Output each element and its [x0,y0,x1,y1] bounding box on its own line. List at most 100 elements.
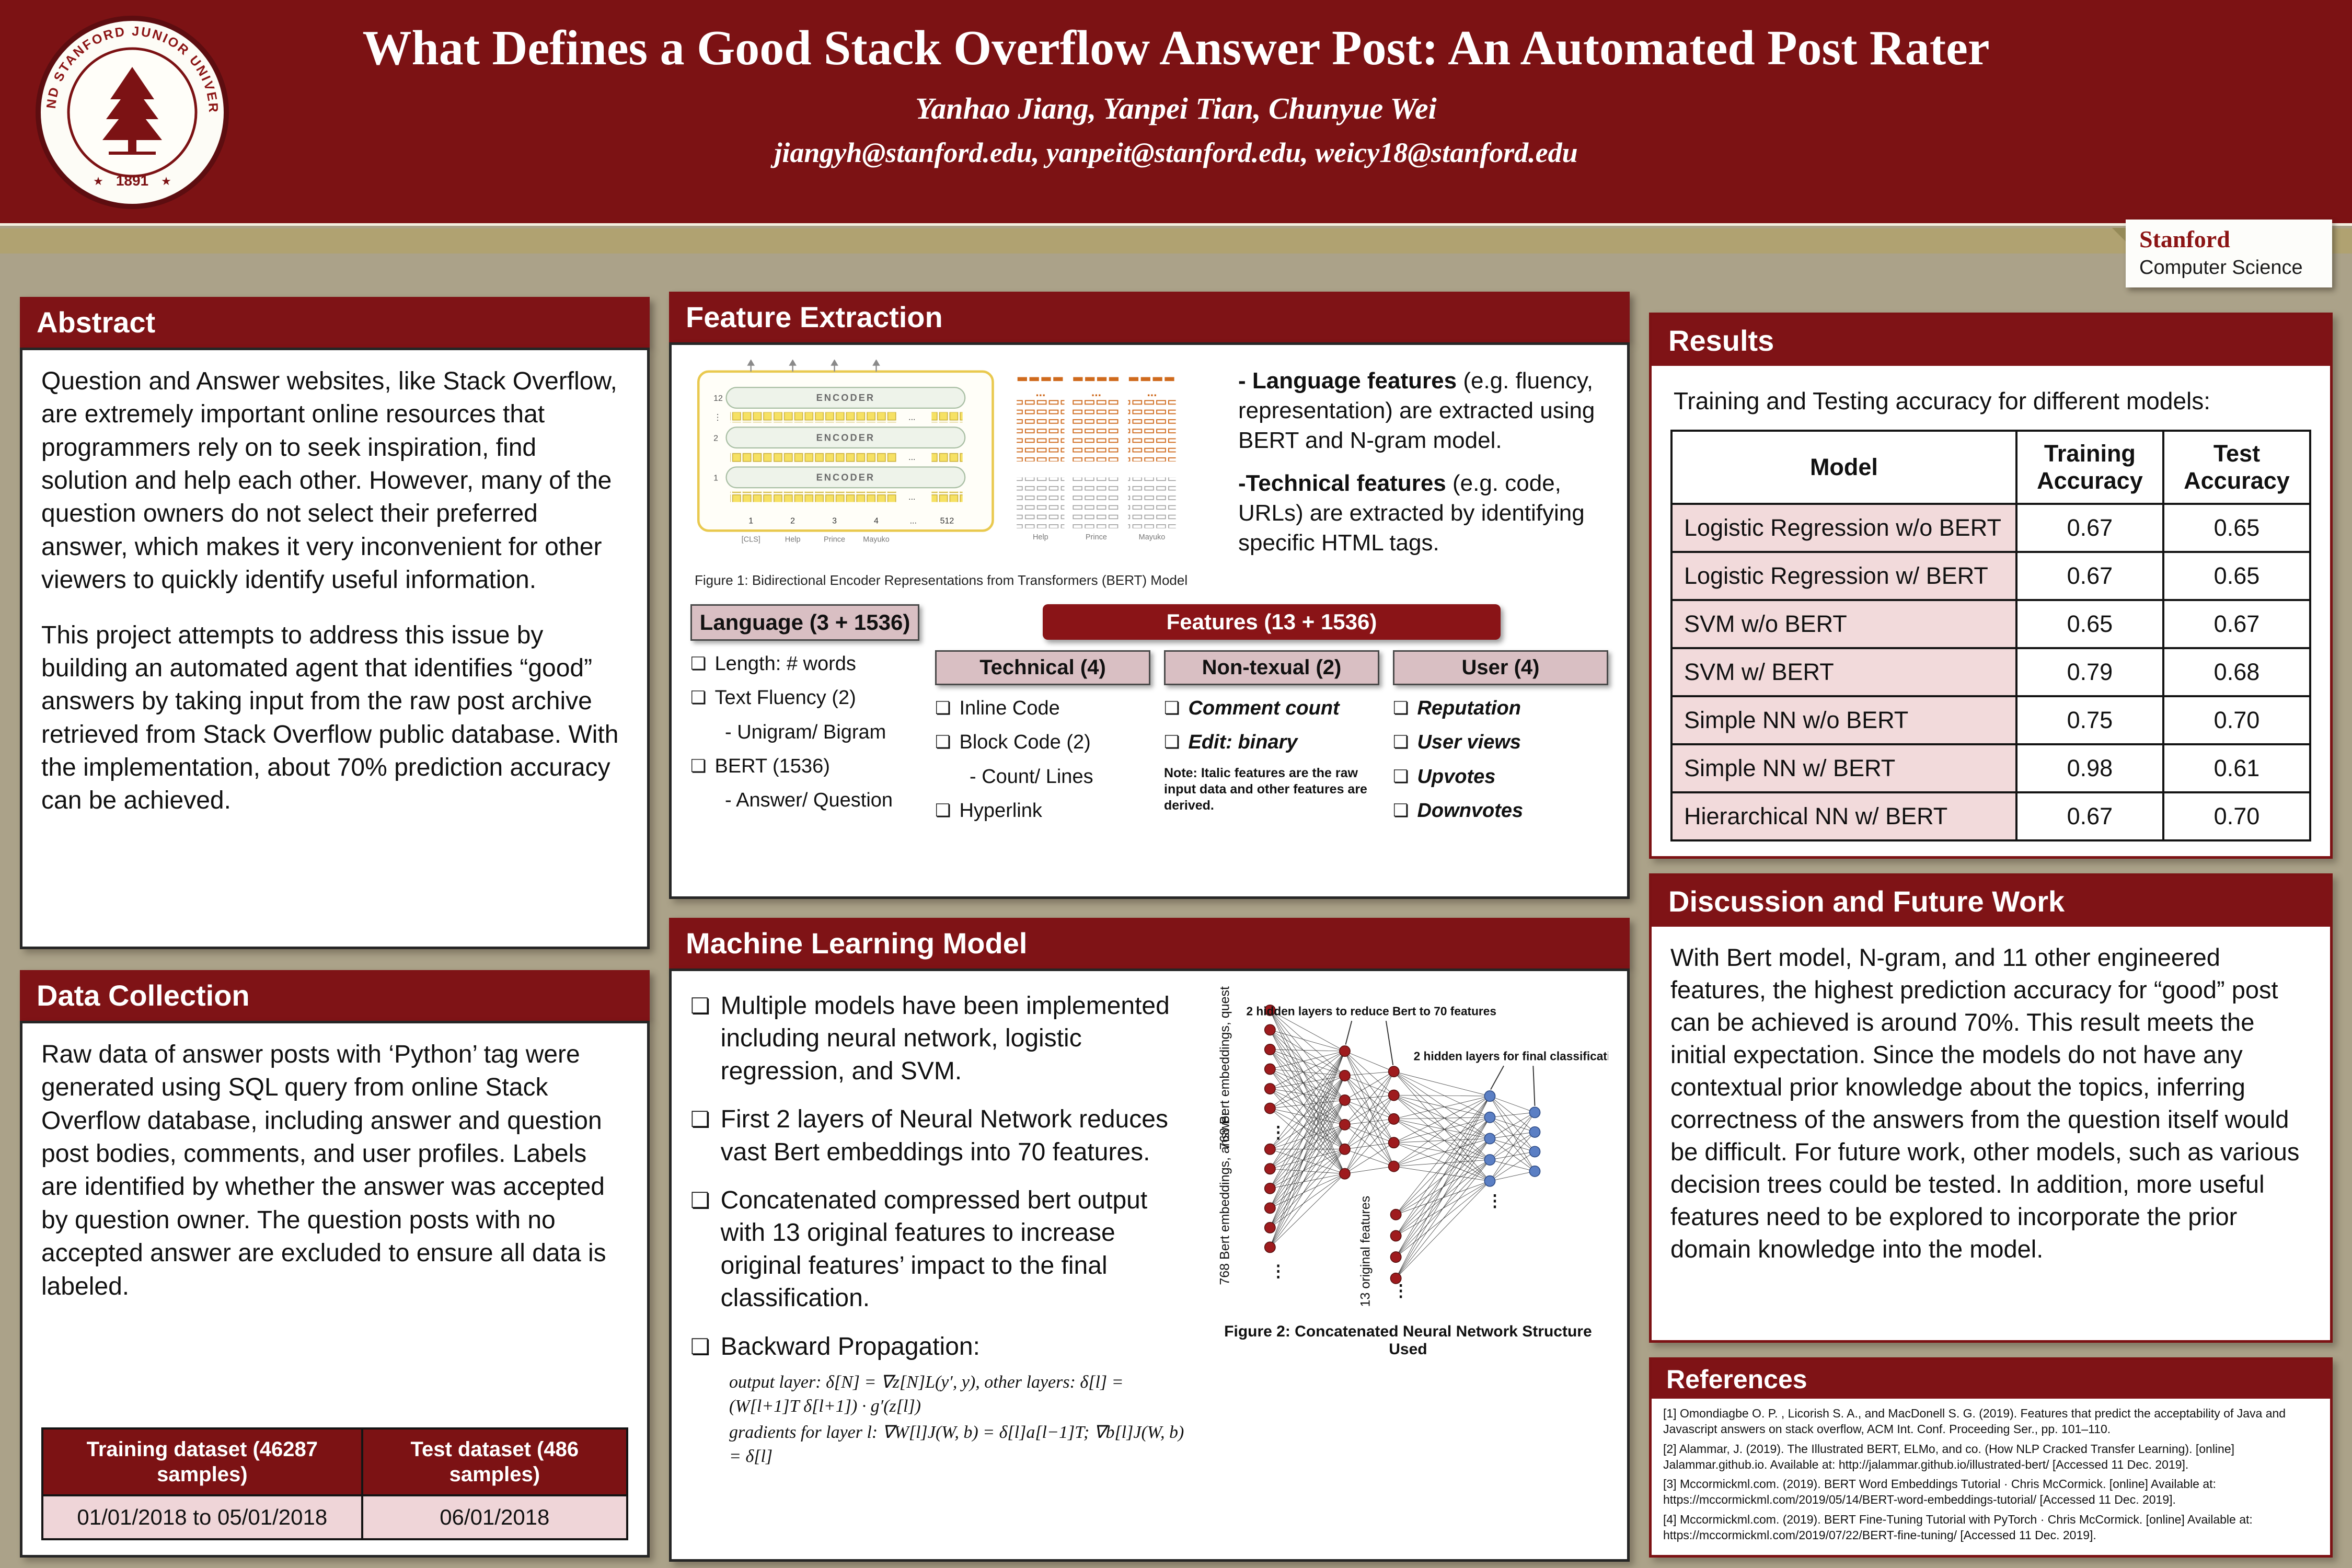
value-cell: 0.67 [2015,550,2164,601]
svg-text:...: ... [908,413,915,422]
table-row: Hierarchical NN w/ BERT 0.67 0.70 [1670,791,2312,841]
language-features-group: Language (3 + 1536) ❏Length: # words ❏Te… [690,604,919,833]
table-row: Logistic Regression w/ BERT 0.67 0.65 [1670,550,2312,601]
output-arrows-icon [747,359,880,372]
ml-model-heading-label: Machine Learning Model [686,927,1028,960]
nn-figure: 768 Bert embeddings, question 768 Bert e… [1217,986,1608,1307]
list-item: ❏User views [1393,731,1521,754]
references-heading-label: References [1666,1364,1807,1394]
abstract-paragraph-1: Question and Answer websites, like Stack… [41,367,617,594]
fig2-label-features: 13 original features [1358,1196,1373,1307]
left-column: Abstract Question and Answer websites, l… [20,297,650,1558]
layer-dots: ⋮ [713,413,722,422]
data-collection-text: Raw data of answer posts with ‘Python’ t… [41,1041,606,1300]
vertical-dots: ⋮ [1270,1262,1286,1281]
data-collection-heading-label: Data Collection [37,979,250,1012]
list-item: ❏Text Fluency (2) [690,687,856,709]
list-item: ❏Reputation [1393,697,1521,719]
results-subtitle: Training and Testing accuracy for differ… [1674,387,2211,414]
value-cell: 0.65 [2162,550,2312,601]
list-item: ❏Length: # words [690,652,856,675]
language-features-desc: - Language features (e.g. fluency, repre… [1238,368,1595,454]
header-text-block: What Defines a Good Stack Overflow Answe… [261,20,2091,169]
fig2-label-question: 768 Bert embeddings, question [1217,986,1232,1150]
dataset-table: Training dataset (46287 samples) Test da… [41,1427,629,1540]
gold-stripe [0,228,2352,253]
svg-text:Help: Help [1033,533,1048,541]
feature-extraction-description: - Language features (e.g. fluency, repre… [1238,360,1608,589]
ml-bullet-list: ❏Multiple models have been implemented i… [690,986,1195,1468]
poster-authors: Yanhao Jiang, Yanpei Tian, Chunyue Wei [915,91,1437,126]
seal-star-right: ★ [161,175,171,188]
checkbox-icon: ❏ [690,653,707,674]
annotation-arrows-icon [1345,1020,1536,1106]
discussion-heading-label: Discussion and Future Work [1668,884,2065,918]
svg-text:...: ... [1035,385,1045,399]
abstract-paragraph-2: This project attempts to address this is… [41,621,619,815]
feature-extraction-body: 12 ⋮ 2 1 ENCODER ENCODER ENC [669,342,1630,899]
poster-header: LELAND STANFORD JUNIOR UNIVERSITY 1891 ★… [0,0,2352,226]
references-heading: References [1652,1359,2330,1399]
seal-tree-icon [102,67,162,155]
abstract-heading: Abstract [20,297,650,348]
svg-text:...: ... [1147,385,1157,399]
language-features-bold: - Language features [1238,368,1457,394]
references-body: [1] Omondiagbe O. P. , Licorish S. A., a… [1652,1398,2330,1555]
abstract-heading-label: Abstract [37,306,156,339]
stanford-seal: LELAND STANFORD JUNIOR UNIVERSITY 1891 ★… [25,0,234,214]
figure1-caption: Figure 1: Bidirectional Encoder Represen… [695,572,1188,588]
table-row: Simple NN w/ BERT 0.98 0.61 [1670,743,2312,793]
model-cell: Simple NN w/ BERT [1670,743,2017,793]
fig2-label-hidden2: 2 hidden layers for final classification [1413,1049,1608,1063]
bert-model-box [697,370,994,532]
stanford-seal-graphic: LELAND STANFORD JUNIOR UNIVERSITY 1891 ★… [25,0,229,209]
fig2-label-answer: 768 Bert embeddings, answer [1217,1111,1232,1285]
checkbox-icon: ❏ [690,756,707,776]
svg-text:3: 3 [832,517,837,526]
value-cell: 0.70 [2162,791,2312,841]
encoder-label: ENCODER [816,432,875,443]
checkbox-icon: ❏ [690,1334,710,1359]
encoder-label: ENCODER [816,392,875,403]
brand-dept: Computer Science [2139,256,2303,279]
encoder-layer-number-2: 2 [713,434,718,443]
list-item: ❏Downvotes [1393,799,1524,822]
checkbox-icon: ❏ [1164,732,1180,753]
discussion-section: Discussion and Future Work With Bert mod… [1649,873,2333,1343]
value-cell: 0.67 [2162,598,2312,649]
encoder-label: ENCODER [816,471,875,482]
encoder-layer-number-1: 1 [713,474,718,482]
reference-item: [2] Alammar, J. (2019). The Illustrated … [1663,1442,2235,1471]
checkbox-icon: ❏ [1393,732,1409,753]
checkbox-icon: ❏ [935,732,951,753]
list-item: ❏First 2 layers of Neural Network reduce… [690,1105,1168,1166]
abstract-body: Question and Answer websites, like Stack… [20,348,650,949]
results-header-row: Model Training Accuracy Test Accuracy [1670,430,2312,505]
svg-text:[CLS]: [CLS] [742,536,760,544]
input-token-labels: [CLS] Help Prince Mayuko [742,536,890,544]
list-item: ❏Inline Code [935,697,1060,719]
discussion-heading: Discussion and Future Work [1652,875,2330,927]
checkbox-icon: ❏ [1164,698,1180,718]
model-cell: SVM w/ BERT [1670,647,2017,697]
list-item: ❏BERT (1536) [690,755,830,777]
list-subitem: - Answer/ Question [725,789,893,812]
token-embedding-rows: ... ... ... [730,412,963,502]
svg-text:Help: Help [785,536,801,544]
output-embedding-grids: ... ... ... [1017,377,1176,462]
checkbox-icon: ❏ [690,994,710,1018]
seal-year: 1891 [116,172,148,189]
svg-text:...: ... [908,453,915,462]
table-row: SVM w/o BERT 0.65 0.67 [1670,598,2312,649]
results-header-training: Training Accuracy [2015,430,2164,505]
list-subitem: - Unigram/ Bigram [725,721,886,743]
svg-text:...: ... [908,493,915,502]
value-cell: 0.61 [2162,743,2312,793]
results-heading: Results [1652,315,2330,366]
list-item: ❏Block Code (2) [935,731,1091,754]
svg-text:Prince: Prince [824,536,845,544]
list-subitem: - Count/ Lines [970,765,1093,788]
results-header-model: Model [1670,430,2017,505]
dataset-table-header-row: Training dataset (46287 samples) Test da… [41,1427,629,1496]
